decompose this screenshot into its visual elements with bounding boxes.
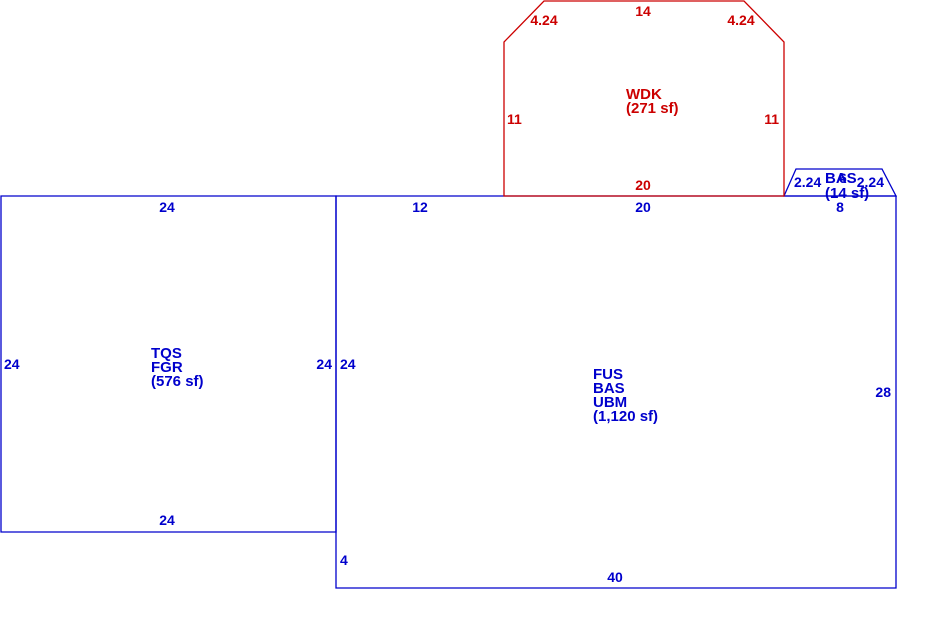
bay-dim-top: 6 (839, 170, 847, 186)
garage-area: (576 sf) (151, 373, 204, 390)
main-area: (1,120 sf) (593, 408, 658, 425)
bay-dim-right: 2.24 (857, 174, 884, 190)
main-code-1: FUS (593, 366, 623, 383)
garage-dim-left: 24 (4, 356, 20, 372)
deck-outline (503, 0, 785, 197)
bay-outline (782, 168, 898, 197)
deck-dim-bottom: 20 (635, 177, 651, 193)
main-dim-notch: 4 (340, 552, 348, 568)
main-code-2: BAS (593, 380, 625, 397)
deck-dim-diag-left: 4.24 (530, 12, 557, 28)
garage-dim-bottom: 24 (159, 512, 175, 528)
bay-code: BAS (825, 170, 857, 187)
main-dim-bottom: 40 (607, 569, 623, 585)
main-dim-top-left: 12 (412, 199, 428, 215)
garage-code-1: TQS (151, 345, 182, 362)
main-dim-left: 24 (340, 356, 356, 372)
bay-dim-left: 2.24 (794, 174, 821, 190)
bay-area: (14 sf) (825, 185, 869, 202)
deck-dim-right: 11 (764, 111, 779, 127)
main-dim-top-mid: 20 (635, 199, 651, 215)
main-dim-right: 28 (875, 384, 891, 400)
garage-dim-right: 24 (316, 356, 332, 372)
deck-dim-top: 14 (635, 3, 651, 19)
main-code-3: UBM (593, 394, 627, 411)
deck-dim-diag-right: 4.24 (727, 12, 754, 28)
deck-dim-left: 11 (507, 111, 522, 127)
deck-area: (271 sf) (626, 100, 679, 117)
main-dim-top-right: 8 (836, 199, 844, 215)
garage-dim-top: 24 (159, 199, 175, 215)
deck-code: WDK (626, 86, 662, 103)
garage-code-2: FGR (151, 359, 183, 376)
